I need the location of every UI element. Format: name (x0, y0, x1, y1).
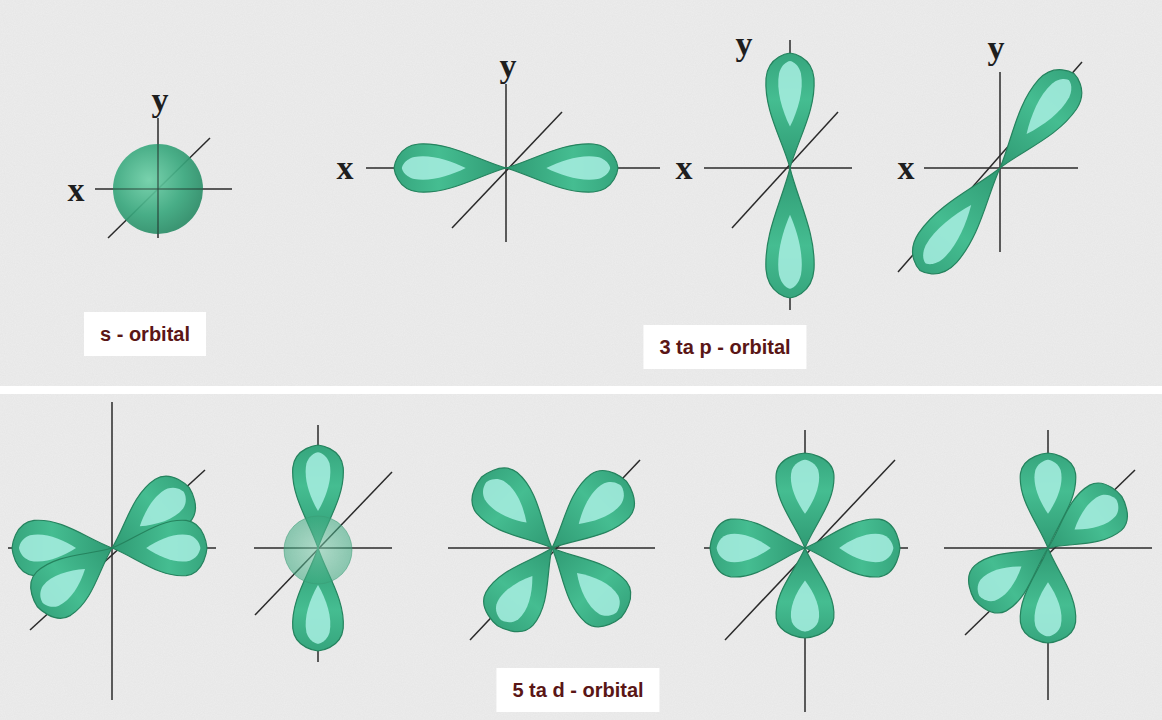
orbital-lobe (766, 168, 814, 298)
axes (8, 40, 1152, 712)
orbital-lobe (506, 144, 618, 192)
axis-label: y (500, 49, 517, 83)
axis-label: y (988, 31, 1005, 65)
axis-line (157, 118, 159, 238)
panel-divider (0, 386, 1162, 394)
orbital-lobe (958, 525, 1064, 622)
axis-line (113, 188, 203, 189)
orbital-lobe (901, 153, 1019, 285)
orbital-lobe (474, 531, 576, 642)
axis-line (704, 167, 852, 169)
axis-line (111, 402, 113, 700)
axis-label: x (68, 173, 85, 207)
orbital-lobe (532, 528, 642, 638)
orbital-lobe (394, 144, 506, 192)
axis-line (108, 138, 210, 238)
axis-label: x (337, 151, 354, 185)
axis-label: x (676, 151, 693, 185)
axis-label: y (736, 27, 753, 61)
axis-label: x (898, 151, 915, 185)
axis-label: y (152, 83, 169, 117)
axis-line (999, 72, 1001, 252)
orbital-caption: s - orbital (84, 312, 206, 356)
orbital-lobe (766, 53, 814, 168)
orbital-lobe (20, 526, 129, 628)
orbital-caption: 3 ta p - orbital (643, 325, 806, 369)
axis-line (505, 84, 507, 242)
orbital-lobe (1032, 474, 1138, 571)
orbital-lobe (981, 59, 1093, 183)
axis-line (95, 188, 232, 190)
orbital-lobe (710, 519, 805, 577)
s-orbital-sphere (113, 144, 203, 234)
orbital-lobe (776, 453, 834, 548)
orbital-caption: 5 ta d - orbital (496, 668, 659, 712)
orbital-lobe (805, 519, 900, 577)
orbital-torus (284, 516, 352, 584)
orbital-lobe (776, 548, 834, 638)
orbital-lobe (112, 520, 207, 576)
